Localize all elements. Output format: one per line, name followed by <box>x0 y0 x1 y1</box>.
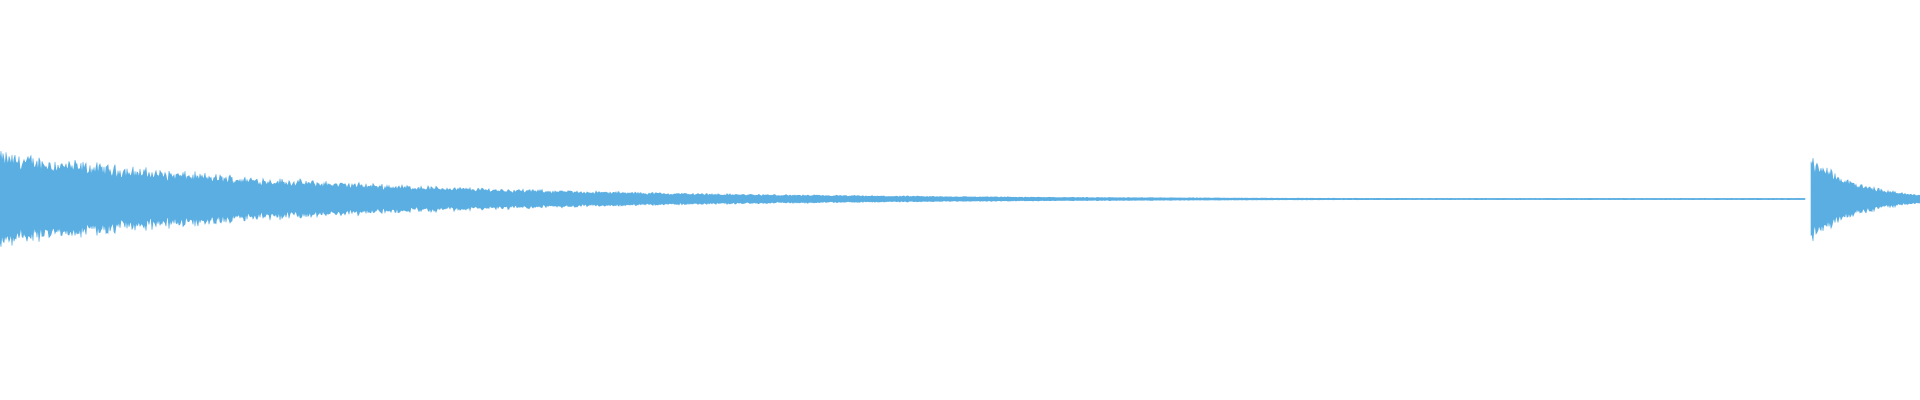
waveform-sample-dot <box>1627 198 1628 200</box>
waveform-sample-dot <box>1119 198 1120 200</box>
waveform-sample-dot <box>1573 198 1574 200</box>
waveform-sample-dot <box>1704 198 1705 200</box>
waveform-sample-dot <box>1343 198 1344 200</box>
waveform-sample-dot <box>1569 198 1570 200</box>
waveform-sample-dot <box>1325 198 1326 200</box>
waveform-sample-dot <box>1451 198 1452 200</box>
waveform-segment-1 <box>0 151 1806 247</box>
waveform-sample-dot <box>1058 198 1059 200</box>
waveform-sample-dot <box>1596 198 1597 200</box>
waveform-sample-dot <box>1787 198 1788 200</box>
waveform-sample-dot <box>1641 198 1642 200</box>
waveform-sample-dot <box>1429 198 1430 200</box>
waveform-sample-dot <box>1699 198 1700 200</box>
waveform-sample-dot <box>1717 198 1718 200</box>
waveform-sample-dot <box>1474 198 1475 200</box>
waveform-sample-dot <box>1180 198 1181 200</box>
waveform-sample-dot <box>1482 198 1483 200</box>
waveform-sample-dot <box>1684 198 1685 200</box>
waveform-sample-dot <box>896 198 897 200</box>
waveform-sample-dot <box>1773 198 1774 200</box>
waveform-sample-dot <box>885 198 886 200</box>
waveform-sample-dot <box>1412 198 1413 200</box>
waveform-sample-dot <box>1376 198 1377 200</box>
waveform-sample-dot <box>1602 198 1603 200</box>
waveform-sample-dot <box>1317 198 1318 200</box>
waveform-sample-dot <box>900 198 901 200</box>
waveform-sample-dot <box>1389 198 1390 200</box>
waveform-sample-dot <box>1798 198 1799 200</box>
waveform-sample-dot <box>1469 198 1470 200</box>
waveform-sample-dot <box>824 198 825 200</box>
waveform-sample-dot <box>1032 198 1033 200</box>
waveform-sample-dot <box>868 198 869 200</box>
waveform-sample-dot <box>925 198 926 200</box>
waveform-sample-dot <box>1506 198 1507 200</box>
waveform-sample-dot <box>1436 198 1437 200</box>
waveform-sample-dot <box>1497 198 1498 200</box>
waveform-sample-dot <box>1170 198 1171 200</box>
waveform-sample-dot <box>1781 198 1782 200</box>
waveform-sample-dot <box>1173 198 1174 200</box>
waveform-sample-dot <box>1127 198 1128 200</box>
waveform-sample-dot <box>820 198 821 200</box>
waveform-sample-dot <box>1237 198 1238 200</box>
waveform-sample-dot <box>1050 198 1051 200</box>
waveform-sample-dot <box>1090 198 1091 200</box>
waveform-sample-dot <box>1680 198 1681 200</box>
waveform-sample-dot <box>1549 198 1550 200</box>
waveform-sample-dot <box>871 198 872 200</box>
waveform-sample-dot <box>1232 198 1233 200</box>
waveform-sample-dot <box>1552 198 1553 200</box>
waveform-sample-dot <box>863 198 864 200</box>
waveform-sample-dot <box>1608 198 1609 200</box>
waveform-sample-dot <box>1101 198 1102 200</box>
waveform-sample-dot <box>1274 198 1275 200</box>
waveform-segment-2 <box>1810 158 1920 242</box>
waveform-sample-dot <box>1405 198 1406 200</box>
waveform-sample-dot <box>1161 198 1162 200</box>
waveform-sample-dot <box>1371 198 1372 200</box>
waveform-sample-dot <box>1218 198 1219 200</box>
waveform-sample-dot <box>1336 198 1337 200</box>
waveform-sample-dot <box>1394 198 1395 200</box>
waveform-sample-dot <box>835 198 836 200</box>
waveform-sample-dot <box>1761 198 1762 200</box>
waveform-sample-dot <box>1743 198 1744 200</box>
waveform-sample-dot <box>1751 198 1752 200</box>
waveform-sample-dot <box>1361 198 1362 200</box>
waveform-sample-dot <box>812 198 813 200</box>
waveform-sample-dot <box>1304 198 1305 200</box>
waveform-sample-dot <box>874 198 875 200</box>
waveform-sample-dot <box>1546 198 1547 200</box>
waveform-sample-dot <box>1332 198 1333 200</box>
waveform-sample-dot <box>1351 198 1352 200</box>
waveform-sample-dot <box>1633 198 1634 200</box>
